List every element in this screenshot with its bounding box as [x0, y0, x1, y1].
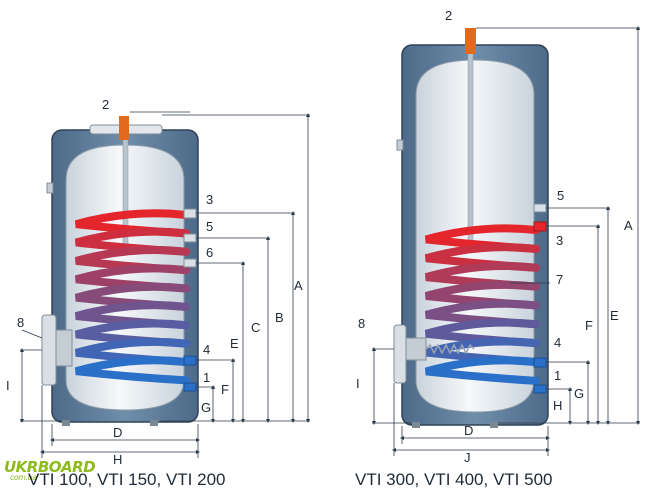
right-stub-1 [533, 384, 547, 394]
left-foot-1 [62, 420, 70, 426]
right-heating-coil [424, 224, 540, 385]
right-dim-A: A [624, 218, 633, 233]
left-flange [41, 314, 57, 386]
caption-right-models: VTI 300, VTI 400, VTI 500 [355, 470, 553, 489]
left-callout-1: 1 [203, 370, 210, 385]
left-dim-H: H [113, 452, 122, 467]
left-stub-4 [183, 355, 197, 366]
left-outlet-pipe [119, 116, 129, 140]
left-stub-1 [183, 382, 197, 392]
right-callout-8: 8 [358, 316, 365, 331]
left-dim-G: G [201, 400, 211, 415]
right-callout-2: 2 [445, 8, 452, 23]
watermark-domain: com.ua [10, 473, 37, 482]
right-electric-element [425, 343, 475, 355]
left-heater [41, 116, 199, 426]
left-callout-2: 2 [102, 97, 109, 112]
right-dim-H: H [553, 398, 562, 413]
watermark-brand: UKRBOARD [4, 458, 96, 476]
left-foot-2 [150, 420, 158, 426]
right-element-head [405, 337, 427, 361]
left-callout-8: 8 [17, 315, 24, 330]
right-dim-F: F [585, 318, 593, 333]
right-callout-1: 1 [554, 368, 561, 383]
coil-turn [424, 356, 540, 385]
left-callout-5: 5 [206, 219, 213, 234]
left-dim-A: A [294, 278, 303, 293]
right-callout-3: 3 [556, 233, 563, 248]
right-callout-4: 4 [554, 335, 561, 350]
right-dip-tube [467, 51, 474, 243]
left-stub-3 [183, 208, 197, 219]
right-foot-2 [490, 422, 498, 428]
right-dim-D: D [464, 423, 473, 438]
left-dim-I: I [6, 378, 10, 393]
right-dim-E: E [610, 308, 619, 323]
left-callout-4: 4 [203, 342, 210, 357]
left-callout-6: 6 [206, 245, 213, 260]
right-callout-7: 7 [556, 272, 563, 287]
right-dim-I: I [356, 376, 360, 391]
left-annotations [20, 111, 310, 458]
coil-turn [74, 356, 190, 385]
left-dim-C: C [251, 320, 260, 335]
right-foot-1 [412, 422, 420, 428]
left-callout-3: 3 [206, 192, 213, 207]
right-stub-3 [533, 221, 547, 232]
left-sensor [46, 182, 54, 194]
left-dim-F: F [221, 382, 229, 397]
left-stub-5 [183, 233, 197, 243]
left-dim-E: E [230, 336, 239, 351]
left-dim-D: D [113, 425, 122, 440]
left-heating-coil [74, 209, 190, 385]
right-dim-J: J [464, 450, 471, 465]
right-stub-4 [533, 357, 547, 368]
right-heater [393, 28, 549, 428]
left-flange-plate [55, 329, 73, 367]
left-dim-B: B [275, 310, 284, 325]
left-stub-6 [183, 258, 197, 268]
right-dim-G: G [574, 386, 584, 401]
right-outlet-pipe [465, 28, 476, 54]
right-sensor [396, 139, 404, 151]
caption-left-models: VTI 100, VTI 150, VTI 200 [28, 470, 226, 489]
right-callout-5: 5 [557, 188, 564, 203]
ukrboard-watermark: UKRBOARD com.ua [4, 458, 96, 482]
right-flange [393, 324, 407, 384]
right-annotations [372, 26, 640, 456]
right-stub-5 [533, 203, 547, 213]
